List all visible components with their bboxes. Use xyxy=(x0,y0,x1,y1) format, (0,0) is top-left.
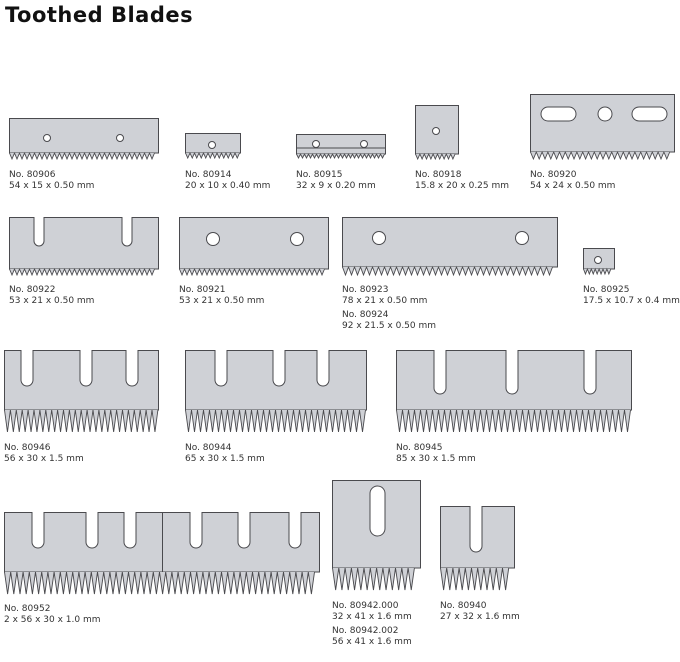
blade-teeth-fill xyxy=(396,410,631,432)
blade-80940-drawing xyxy=(440,506,515,591)
blade-teeth-fill xyxy=(9,269,155,275)
blade-teeth-fill xyxy=(185,153,240,158)
blade-80942-drawing xyxy=(332,480,421,591)
part-number: No. 80922 xyxy=(9,285,56,295)
dimensions: 27 x 32 x 1.6 mm xyxy=(440,612,520,622)
dimensions: 17.5 x 10.7 x 0.4 mm xyxy=(583,296,680,306)
part-number: No. 80942.000 xyxy=(332,601,399,611)
dimensions: 54 x 15 x 0.50 mm xyxy=(9,181,95,191)
blade-80946-caption: No. 80946 56 x 30 x 1.5 mm xyxy=(4,443,84,465)
blade-teeth-fill xyxy=(332,568,415,590)
part-number: No. 80923 xyxy=(342,285,389,295)
part-number: No. 80914 xyxy=(185,170,232,180)
blade-teeth xyxy=(4,409,159,433)
blade-teeth xyxy=(9,267,155,277)
dimensions: 53 x 21 x 0.50 mm xyxy=(9,296,95,306)
blade-teeth-fill xyxy=(530,152,670,159)
blade-teeth-fill xyxy=(342,267,553,275)
part-number: No. 80945 xyxy=(396,443,443,453)
blade-80944-caption: No. 80944 65 x 30 x 1.5 mm xyxy=(185,443,265,465)
blade-80946-drawing xyxy=(4,350,159,433)
part-number: No. 80920 xyxy=(530,170,577,180)
part-number-alt: No. 80942.002 xyxy=(332,626,399,636)
blade-80925-drawing xyxy=(583,248,615,276)
blade-80922-caption: No. 80922 53 x 21 x 0.50 mm xyxy=(9,285,94,307)
blade-80915-caption: No. 80915 32 x 9 x 0.20 mm xyxy=(296,170,376,192)
dimensions-alt: 56 x 41 x 1.6 mm xyxy=(332,637,412,647)
dimensions: 54 x 24 x 0.50 mm xyxy=(530,181,616,191)
blade-teeth xyxy=(296,152,385,160)
blade-teeth xyxy=(179,267,325,277)
blade-teeth-fill xyxy=(4,572,315,594)
part-number: No. 80921 xyxy=(179,285,226,295)
blade-teeth-fill xyxy=(185,410,366,432)
blade-80923-drawing xyxy=(342,217,558,277)
page-title: Toothed Blades xyxy=(5,3,194,27)
part-number: No. 80952 xyxy=(4,604,51,614)
part-number: No. 80906 xyxy=(9,170,56,180)
blade-teeth-fill xyxy=(179,269,325,275)
blade-80906-caption: No. 80906 54 x 15 x 0.50 mm xyxy=(9,170,94,192)
part-number: No. 80940 xyxy=(440,601,487,611)
part-number: No. 80944 xyxy=(185,443,232,453)
blade-80940-caption: No. 80940 27 x 32 x 1.6 mm xyxy=(440,601,520,623)
dimensions: 32 x 41 x 1.6 mm xyxy=(332,612,412,622)
blade-80914-caption: No. 80914 20 x 10 x 0.40 mm xyxy=(185,170,270,192)
blade-80914-drawing xyxy=(185,133,241,160)
dimensions: 15.8 x 20 x 0.25 mm xyxy=(415,181,510,191)
blade-teeth xyxy=(332,567,415,591)
part-number: No. 80915 xyxy=(296,170,343,180)
blade-teeth xyxy=(583,267,612,276)
blade-teeth xyxy=(342,265,553,277)
blade-teeth-fill xyxy=(583,269,611,274)
dimensions: 2 x 56 x 30 x 1.0 mm xyxy=(4,615,101,625)
blade-teeth-fill xyxy=(415,154,456,159)
blade-teeth xyxy=(415,152,456,161)
dimensions: 78 x 21 x 0.50 mm xyxy=(342,296,428,306)
blade-teeth xyxy=(4,571,315,595)
blade-80945-drawing xyxy=(396,350,632,433)
blade-80920-drawing xyxy=(530,94,675,161)
blade-80944-drawing xyxy=(185,350,367,433)
dimensions: 20 x 10 x 0.40 mm xyxy=(185,181,271,191)
blade-80918-drawing xyxy=(415,105,459,161)
dimensions: 65 x 30 x 1.5 mm xyxy=(185,454,265,464)
dimensions-alt: 92 x 21.5 x 0.50 mm xyxy=(342,321,437,331)
blade-80921-caption: No. 80921 53 x 21 x 0.50 mm xyxy=(179,285,264,307)
dimensions: 56 x 30 x 1.5 mm xyxy=(4,454,84,464)
blade-80922-drawing xyxy=(9,217,159,277)
blade-teeth xyxy=(185,151,240,160)
blade-80906-drawing xyxy=(9,118,159,161)
blade-teeth xyxy=(440,567,510,591)
blade-80925-caption: No. 80925 17.5 x 10.7 x 0.4 mm xyxy=(583,285,680,307)
blade-80920-caption: No. 80920 54 x 24 x 0.50 mm xyxy=(530,170,615,192)
blade-teeth xyxy=(185,409,366,433)
blade-80952-drawing xyxy=(4,512,320,595)
dimensions: 32 x 9 x 0.20 mm xyxy=(296,181,376,191)
dimensions: 53 x 21 x 0.50 mm xyxy=(179,296,265,306)
blade-80915-drawing xyxy=(296,134,386,160)
blade-80952-caption: No. 80952 2 x 56 x 30 x 1.0 mm xyxy=(4,604,100,626)
blade-teeth xyxy=(9,151,155,161)
part-number: No. 80925 xyxy=(583,285,630,295)
blade-80918-caption: No. 80918 15.8 x 20 x 0.25 mm xyxy=(415,170,509,192)
dimensions: 85 x 30 x 1.5 mm xyxy=(396,454,476,464)
blade-80945-caption: No. 80945 85 x 30 x 1.5 mm xyxy=(396,443,476,465)
part-number: No. 80946 xyxy=(4,443,51,453)
blade-80921-drawing xyxy=(179,217,329,277)
blade-teeth xyxy=(396,409,631,433)
blade-teeth-fill xyxy=(4,410,158,432)
part-number: No. 80918 xyxy=(415,170,462,180)
blade-80942-caption: No. 80942.000 32 x 41 x 1.6 mm No. 80942… xyxy=(332,601,412,648)
part-number-alt: No. 80924 xyxy=(342,310,389,320)
blade-teeth-fill xyxy=(440,568,509,590)
blade-teeth-fill xyxy=(9,153,155,159)
blade-teeth xyxy=(530,150,671,161)
blade-80923-caption: No. 80923 78 x 21 x 0.50 mm No. 80924 92… xyxy=(342,285,436,332)
